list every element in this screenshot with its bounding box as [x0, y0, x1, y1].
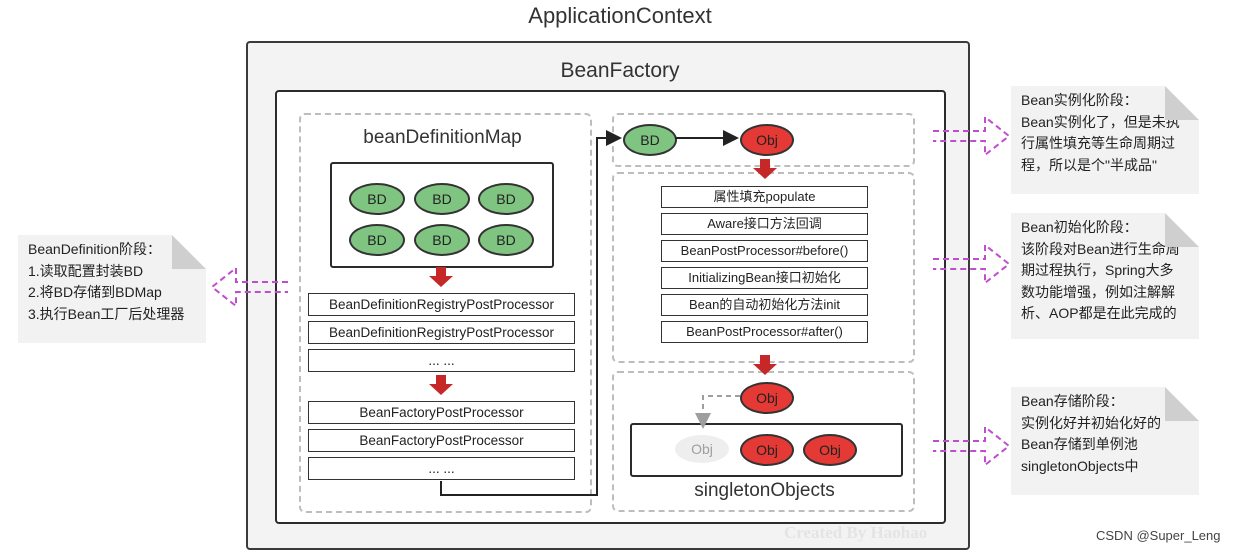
bd-node: BD [478, 183, 534, 215]
obj-node-singleton: Obj [803, 434, 857, 466]
note-line: 实例化好并初始化好的 [1021, 414, 1161, 431]
note-initialization: Bean初始化阶段： 该阶段对Bean进行生命周 期过程执行，Spring大多 … [1011, 213, 1199, 339]
obj-node-singleton: Obj [740, 434, 794, 466]
watermark: Created By Haohao [784, 523, 928, 542]
note-line: 该阶段对Bean进行生命周 [1021, 240, 1180, 257]
note-line: Bean实例化阶段： [1021, 92, 1138, 108]
note-line: 析、AOP都是在此完成的 [1021, 305, 1177, 321]
factory-post-processor-ellipsis: ... ... [308, 457, 575, 480]
ghost-obj-arrow [695, 395, 740, 429]
registry-post-processor: BeanDefinitionRegistryPostProcessor [308, 293, 575, 316]
note-line: 3.执行Bean工厂后处理器 [28, 305, 185, 322]
red-down-arrows [429, 159, 777, 395]
note-line: 1.读取配置封装BD [28, 262, 144, 279]
callout-arrow-right [933, 114, 1011, 158]
callout-arrow-right [933, 424, 1011, 468]
factory-post-processor: BeanFactoryPostProcessor [308, 429, 575, 452]
note-instantiation: Bean实例化阶段： Bean实例化了，但是未执 行属性填充等生命周期过 程，所… [1011, 86, 1199, 194]
callout-arrows [210, 114, 1011, 468]
init-step: 属性填充populate [661, 186, 868, 208]
note-line: Bean实例化了，但是未执 [1021, 113, 1180, 130]
init-step: Bean的自动初始化方法init [661, 294, 868, 316]
note-bean-definition: BeanDefinition阶段： 1.读取配置封装BD 2.将BD存储到BDM… [18, 235, 206, 343]
obj-node-half-product: Obj [740, 124, 794, 156]
bd-node: BD [414, 224, 470, 256]
singleton-objects-title: singletonObjects [694, 480, 835, 501]
bean-definition-panel [299, 113, 592, 513]
bean-definition-map-title: beanDefinitionMap [363, 127, 522, 148]
note-line: BeanDefinition阶段： [28, 241, 162, 257]
red-down-arrow [429, 267, 453, 287]
note-line: 数功能增强，例如注解解 [1021, 283, 1175, 300]
init-step: Aware接口方法回调 [661, 213, 868, 235]
note-fold-icon [1165, 86, 1199, 120]
csdn-credit: CSDN @Super_Leng [1096, 528, 1221, 543]
red-down-arrow [753, 355, 777, 375]
flow-connector [440, 130, 622, 496]
red-down-arrow [429, 375, 453, 395]
note-line: 2.将BD存储到BDMap [28, 284, 162, 300]
note-line: singletonObjects中 [1021, 457, 1139, 474]
init-step: BeanPostProcessor#before() [661, 240, 868, 262]
factory-post-processor: BeanFactoryPostProcessor [308, 401, 575, 424]
note-line: Bean存储到单例池 [1021, 436, 1138, 452]
init-step: InitializingBean接口初始化 [661, 267, 868, 289]
note-line: 行属性填充等生命周期过 [1021, 135, 1175, 151]
note-line: 程，所以是个"半成品" [1021, 156, 1157, 173]
obj-node-ghost: Obj [675, 435, 729, 463]
note-line: Bean存储阶段： [1021, 393, 1124, 409]
application-context-title: ApplicationContext [528, 3, 712, 28]
note-line: 期过程执行，Spring大多 [1021, 262, 1174, 278]
red-down-arrow [753, 159, 777, 179]
callout-arrow-right [933, 242, 1011, 286]
note-fold-icon [1165, 387, 1199, 421]
note-storage: Bean存储阶段： 实例化好并初始化好的 Bean存储到单例池 singleto… [1011, 387, 1199, 495]
bd-node: BD [478, 224, 534, 256]
note-line: Bean初始化阶段： [1021, 219, 1138, 235]
init-step: BeanPostProcessor#after() [661, 321, 868, 343]
bean-factory-title: BeanFactory [560, 59, 680, 82]
registry-post-processor: BeanDefinitionRegistryPostProcessor [308, 321, 575, 344]
registry-post-processor-ellipsis: ... ... [308, 349, 575, 372]
bd-node-instantiation: BD [623, 124, 677, 156]
obj-node-initialized: Obj [740, 382, 794, 414]
bd-node: BD [349, 224, 405, 256]
note-fold-icon [172, 235, 206, 269]
note-fold-icon [1165, 213, 1199, 247]
bd-node: BD [414, 183, 470, 215]
callout-arrow-left [210, 265, 288, 309]
bd-node: BD [349, 183, 405, 215]
